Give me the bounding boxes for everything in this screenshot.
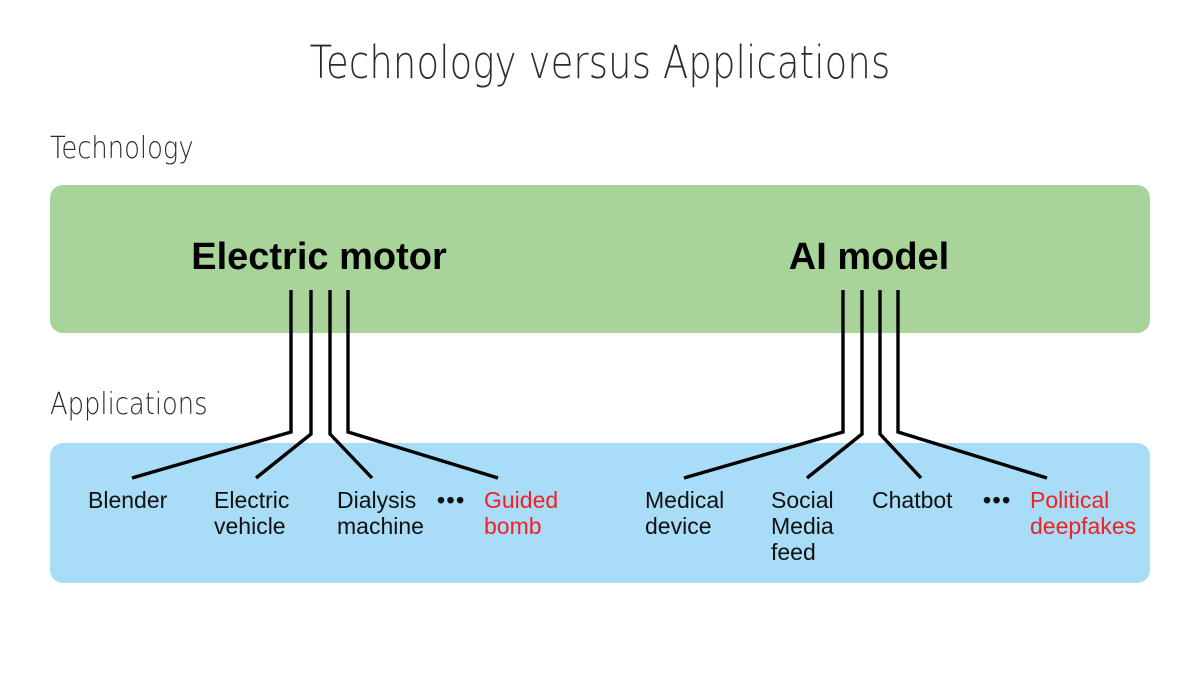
application-item-social-media-feed: Social Media feed (771, 487, 834, 565)
ellipsis-icon-ai-model: ••• (983, 487, 1012, 513)
application-item-blender: Blender (88, 487, 168, 513)
technology-item-ai-model: AI model (788, 236, 950, 278)
application-item-electric-vehicle: Electric vehicle (214, 487, 290, 539)
technology-item-electric-motor: Electric motor (191, 236, 447, 278)
application-item-dialysis-machine: Dialysis machine (337, 487, 424, 539)
section-caption-applications: Applications (50, 387, 208, 422)
application-item-guided-bomb: Guided bomb (484, 487, 559, 539)
application-item-chatbot: Chatbot (872, 487, 953, 513)
application-item-political-deepfakes: Political deepfakes (1030, 487, 1137, 539)
page-title: Technology versus Applications (309, 36, 891, 89)
section-caption-technology: Technology (50, 131, 194, 166)
application-item-medical-device: Medical device (645, 487, 725, 539)
ellipsis-icon-electric-motor: ••• (437, 487, 466, 513)
